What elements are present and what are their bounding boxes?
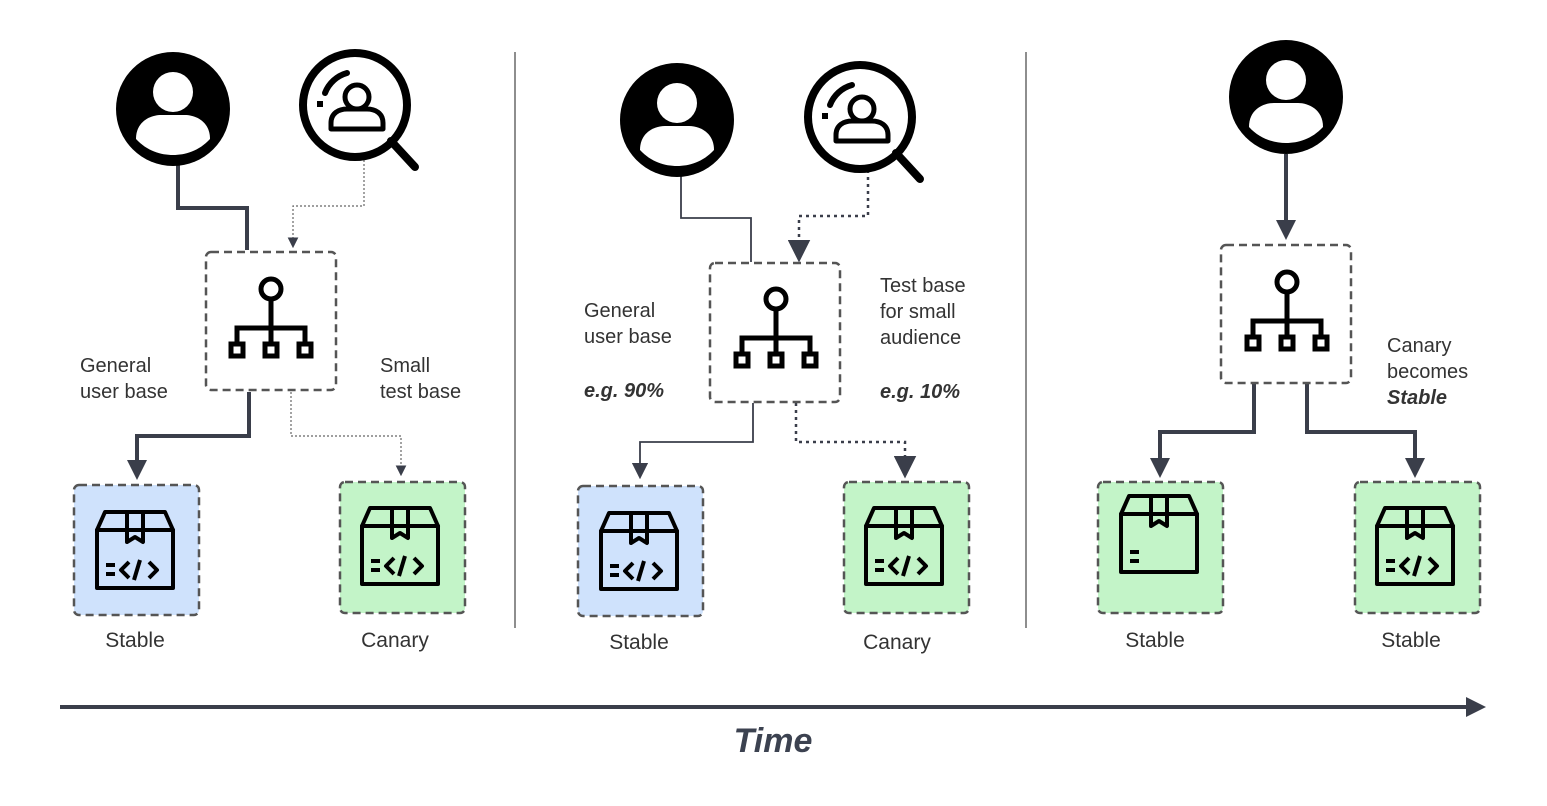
label-test-base-small-audience: Test base for small audience xyxy=(880,273,966,351)
caption-canary: Canary xyxy=(361,629,429,652)
label-line: Small xyxy=(380,355,431,377)
caption-stable: Stable xyxy=(1381,629,1441,652)
label-line: user base xyxy=(584,326,672,348)
connector-user-to-router xyxy=(176,164,249,250)
percentage-general: e.g. 90% xyxy=(584,380,665,402)
label-line: Canary xyxy=(1387,335,1452,357)
stable-box xyxy=(72,483,201,617)
label-emphasis: Stable xyxy=(1387,387,1448,409)
connector-tester-to-router xyxy=(287,160,365,249)
caption-canary: Canary xyxy=(863,631,931,654)
search-user-icon xyxy=(808,65,920,179)
user-icon xyxy=(116,52,230,166)
label-small-test-base: Small test base xyxy=(380,353,461,405)
caption-stable: Stable xyxy=(1125,629,1185,652)
stable-box xyxy=(576,484,705,618)
label-line: becomes xyxy=(1387,361,1469,383)
label-line: user base xyxy=(80,381,168,403)
panel-2 xyxy=(576,63,971,618)
label-general-user-base: General user base xyxy=(584,298,672,350)
label-line: General xyxy=(584,300,656,322)
connector-router-to-new-stable xyxy=(1305,384,1425,478)
stable-box xyxy=(1353,480,1482,615)
label-line: test base xyxy=(380,381,462,403)
label-line: for small xyxy=(880,301,956,323)
percentage-test: e.g. 10% xyxy=(880,381,961,403)
label-line: Test base xyxy=(880,275,966,297)
connector-user-to-router xyxy=(680,176,752,262)
canary-box xyxy=(338,480,467,615)
label-canary-becomes-stable: Canary becomes Stable xyxy=(1387,333,1468,411)
panel-3 xyxy=(1096,40,1482,615)
user-icon xyxy=(620,63,734,177)
label-line: General xyxy=(80,355,152,377)
connector-tester-to-router xyxy=(787,170,870,263)
connector-router-to-stable xyxy=(127,392,251,480)
caption-stable: Stable xyxy=(609,631,669,654)
connector-router-to-stable xyxy=(1150,384,1256,478)
canary-box xyxy=(842,480,971,615)
connector-router-to-canary xyxy=(290,392,407,477)
user-icon xyxy=(1229,40,1343,154)
time-axis-label: Time xyxy=(733,722,813,760)
search-user-icon xyxy=(303,53,415,167)
label-line: audience xyxy=(880,327,962,349)
panel-1 xyxy=(72,52,467,617)
label-general-user-base: General user base xyxy=(80,353,168,405)
connector-router-to-canary xyxy=(794,403,917,479)
stable-box xyxy=(1096,480,1225,615)
connector-router-to-stable xyxy=(631,403,754,480)
caption-stable: Stable xyxy=(105,629,165,652)
